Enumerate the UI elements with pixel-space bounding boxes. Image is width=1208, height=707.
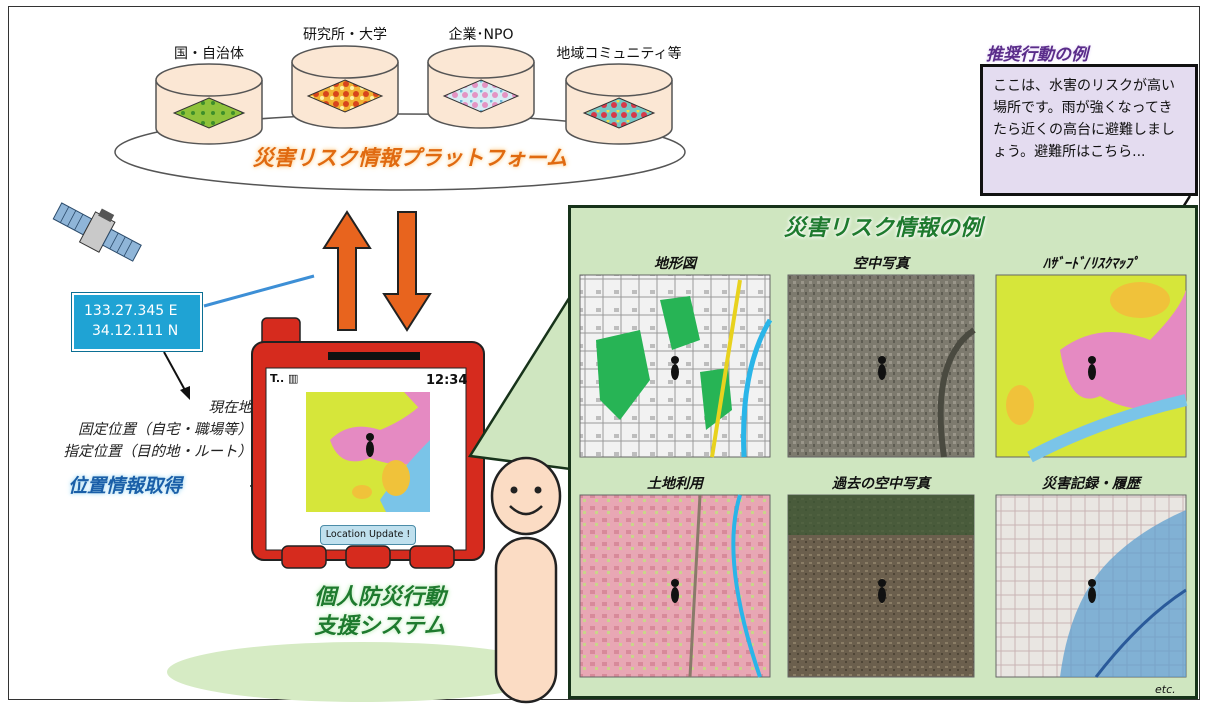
tile-land-use — [579, 494, 771, 678]
signal-indicator: T.. ▥ — [270, 372, 299, 385]
coord-longitude: 133.27.345 E — [84, 303, 178, 319]
upload-arrow — [322, 210, 372, 331]
person-figure — [490, 456, 562, 704]
tile-label-record: 災害記録・履歴 — [1042, 476, 1140, 492]
recommended-box: ここは、水害のリスクが高い場所です。雨が強くなってきたら近くの高台に避難しましょ… — [980, 64, 1198, 196]
cylinder-enterprise — [427, 45, 535, 129]
etc-label: etc. — [1155, 683, 1176, 696]
system-title-line2: 支援システム — [314, 614, 446, 639]
tile-topographic-map — [579, 274, 773, 458]
recommended-title: 推奨行動の例 — [986, 45, 1088, 65]
gps-link-line — [203, 274, 315, 308]
position-list: 現在地 固定位置（自宅・職場等） 指定位置（目的地・ルート） — [12, 397, 253, 463]
system-title: 個人防災行動 支援システム — [280, 583, 480, 641]
source-label-research: 研究所・大学 — [303, 27, 387, 43]
tile-hazard-map — [995, 274, 1188, 463]
tile-label-topographic: 地形図 — [654, 256, 696, 272]
cylinder-community — [565, 63, 673, 145]
position-item-current: 現在地 — [208, 400, 253, 416]
examples-title: 災害リスク情報の例 — [783, 216, 982, 241]
tile-label-old-aerial: 過去の空中写真 — [832, 476, 930, 492]
phone-device — [251, 317, 485, 569]
ground-ellipse — [167, 642, 557, 702]
satellite-icon — [52, 202, 142, 262]
cylinder-government — [155, 63, 263, 145]
position-item-specified: 指定位置（目的地・ルート） — [63, 444, 253, 460]
tile-disaster-record — [995, 494, 1187, 678]
cylinder-research — [291, 45, 399, 129]
phone-time: 12:34 — [426, 373, 468, 388]
figure-frame — [8, 6, 1200, 700]
source-label-government: 国・自治体 — [174, 46, 244, 62]
platform-label: 災害リスク情報プラットフォーム — [252, 146, 568, 170]
position-item-fixed: 固定位置（自宅・職場等） — [78, 422, 252, 438]
download-arrow — [382, 211, 432, 332]
gps-down-arrowhead — [180, 386, 190, 400]
tile-label-land-use: 土地利用 — [647, 476, 703, 492]
location-update-button[interactable]: Location Update ! — [320, 525, 416, 545]
source-label-community: 地域コミュニティ等 — [556, 46, 682, 62]
tile-aerial-photo — [787, 274, 976, 458]
position-title: 位置情報取得 — [68, 475, 183, 497]
tile-label-aerial: 空中写真 — [853, 256, 909, 272]
source-label-enterprise: 企業･NPO — [448, 27, 514, 43]
tile-old-aerial-photo — [787, 494, 975, 678]
tile-label-hazard: ﾊｻﾞｰﾄﾞ/ﾘｽｸﾏｯﾌﾟ — [1042, 256, 1140, 272]
system-title-line1: 個人防災行動 — [313, 585, 446, 610]
gps-coordinates-box: 133.27.345 E 34.12.111 N — [71, 292, 203, 352]
coord-latitude: 34.12.111 N — [92, 323, 179, 339]
